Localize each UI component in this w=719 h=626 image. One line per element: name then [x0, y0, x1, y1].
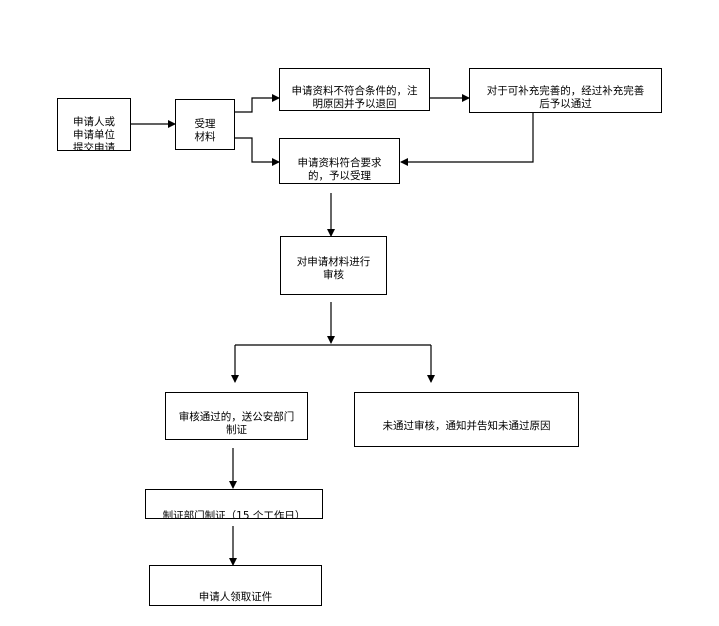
review-failed-box: 未通过审核，通知并告知未通过原因: [354, 392, 579, 447]
arrow-accept-to-not-compliant: [235, 94, 280, 113]
accept-materials-text: 受理 材料: [194, 118, 216, 143]
compliant-box: 申请资料符合要求 的，予以受理: [279, 138, 400, 184]
supplement-text: 对于可补充完善的，经过补充完善 后予以通过: [486, 85, 645, 110]
review-passed-text: 审核通过的，送公安部门 制证: [178, 411, 295, 436]
not-compliant-text: 申请资料不符合条件的，注 明原因并予以退回: [291, 85, 418, 110]
review-box: 对申请材料进行 审核: [280, 236, 387, 295]
applicant-submit-text: 申请人或 申请单位 提交申请: [73, 116, 115, 151]
review-failed-text: 未通过审核，通知并告知未通过原因: [382, 420, 551, 432]
collect-certificate-text: 申请人领取证件: [198, 591, 273, 603]
issue-certificate-text: 制证部门制证（15 个工作日）: [162, 510, 306, 519]
issue-certificate-box: 制证部门制证（15 个工作日）: [145, 489, 323, 519]
applicant-submit-box: 申请人或 申请单位 提交申请: [57, 98, 131, 151]
review-text: 对申请材料进行 审核: [296, 256, 371, 281]
review-passed-box: 审核通过的，送公安部门 制证: [165, 392, 308, 440]
collect-certificate-box: 申请人领取证件: [149, 565, 322, 606]
accept-materials-box: 受理 材料: [175, 99, 235, 150]
supplement-box: 对于可补充完善的，经过补充完善 后予以通过: [469, 68, 662, 113]
arrow-supplement-to-compliant: [400, 113, 534, 166]
not-compliant-box: 申请资料不符合条件的，注 明原因并予以退回: [279, 68, 430, 111]
arrow-accept-to-compliant: [235, 137, 280, 166]
compliant-text: 申请资料符合要求 的，予以受理: [297, 157, 382, 182]
